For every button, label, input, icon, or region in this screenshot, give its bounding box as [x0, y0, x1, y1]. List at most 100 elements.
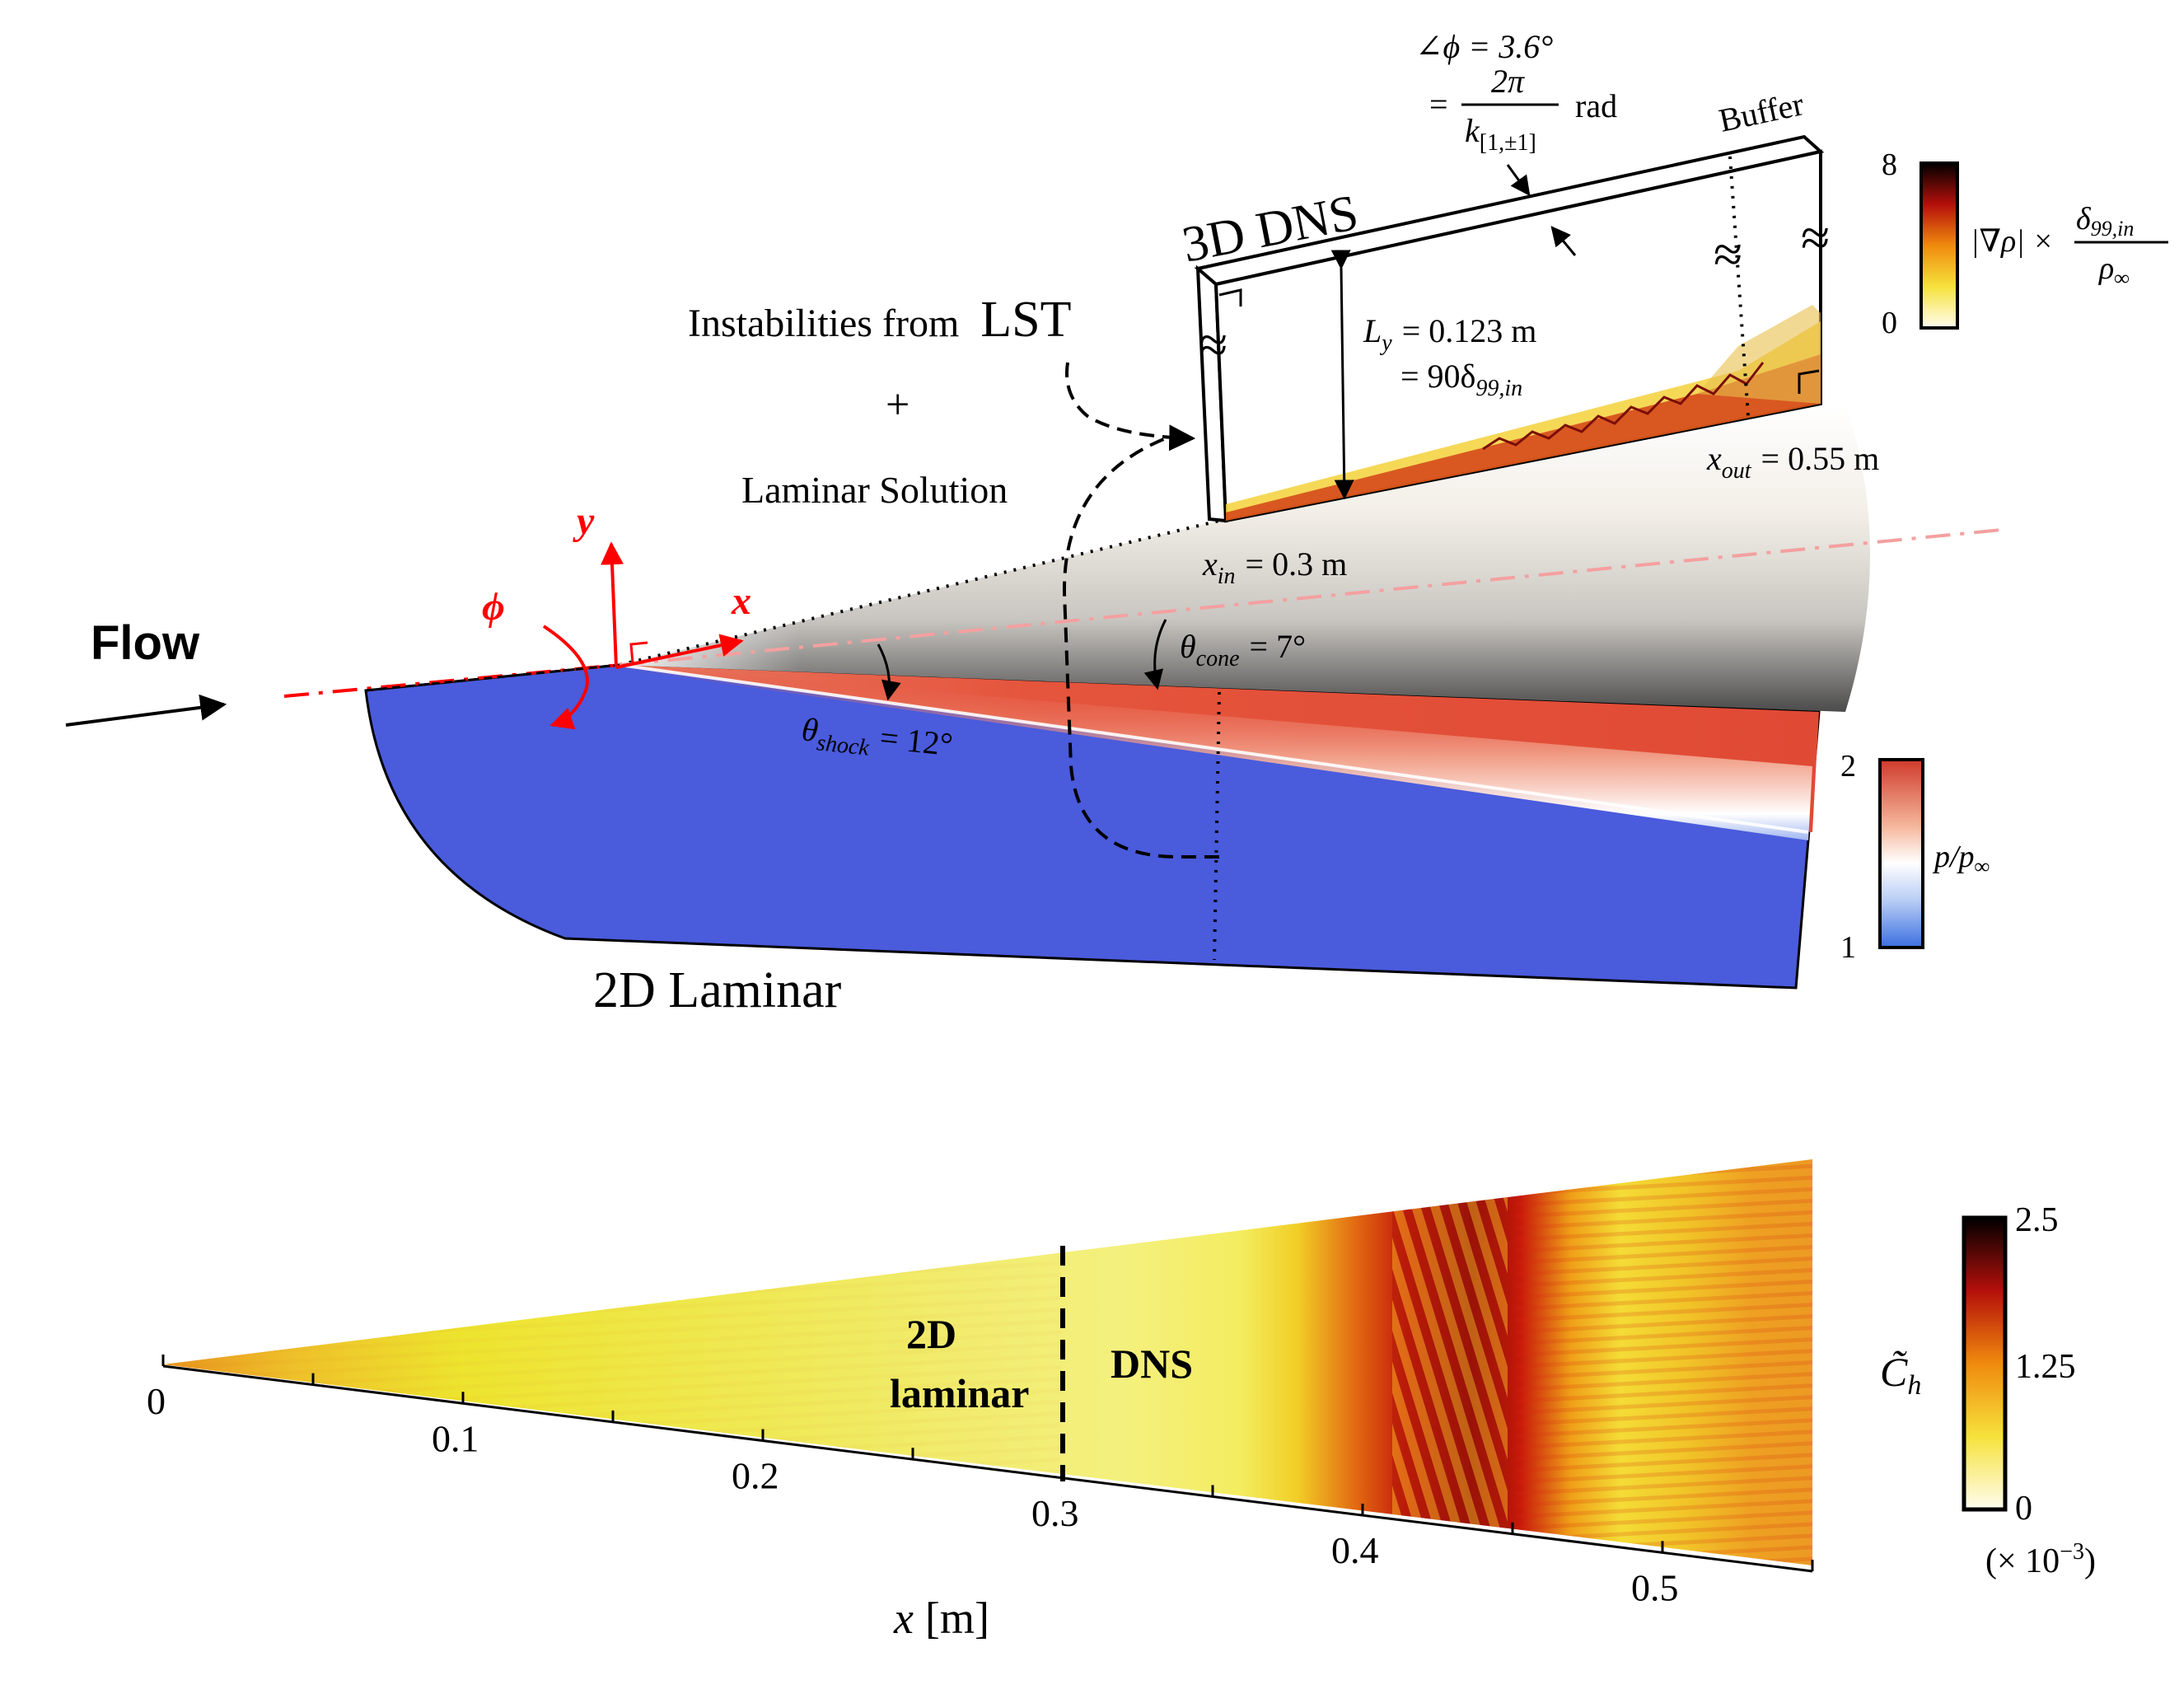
pressure-label-sub: ∞: [1975, 854, 1990, 878]
lst-text: LST: [980, 292, 1071, 348]
x-axis-label: x[m]: [893, 1593, 989, 1643]
heat-scale-exp: −3: [2060, 1539, 2084, 1565]
nose-dashed-edge: [365, 663, 620, 692]
phi-angle-num: 2π: [1491, 63, 1525, 100]
ly-alt-value: = 90δ: [1400, 358, 1475, 395]
heat-label-sub: h: [1907, 1370, 1921, 1401]
dns-boundary-layer-core: [1226, 354, 1821, 521]
colorbar-pressure-bar: [1878, 758, 1924, 949]
colorbar-pressure-label: p/p∞: [1932, 840, 1990, 878]
phi-angle-unit: rad: [1575, 87, 1617, 124]
strip-turbulent-stripes: [1516, 1159, 1812, 1565]
x-in-symbol: x: [1202, 545, 1218, 583]
colorbar-pressure-max: 2: [1840, 749, 1856, 784]
buffer-label: Buffer: [1716, 85, 1807, 139]
colorbar-heat-mid: 1.25: [2015, 1348, 2076, 1386]
phi-arrow-upper: [1506, 164, 1531, 196]
strip-texture-laminar: [163, 1159, 1061, 1565]
colorbar-heat-min: 0: [2015, 1490, 2032, 1528]
x-out-symbol: x: [1706, 440, 1722, 477]
phi-angle-eq: =: [1429, 86, 1448, 123]
grad-rho-num-sub: 99,in: [2091, 217, 2135, 241]
colorbar-grad-rho-label: |∇ρ| ×: [1971, 224, 2054, 259]
colorbar-heat-bar: [1962, 1215, 2008, 1512]
dns-boundary-layer: [1226, 321, 1821, 521]
theta-cone-symbol: θ: [1180, 628, 1196, 665]
centerline-right: [619, 528, 2003, 667]
break-mark-right: ≈: [1801, 208, 1830, 267]
colorbar-pressure-min: 1: [1840, 930, 1856, 965]
axis-y-label: y: [573, 499, 595, 543]
coordinate-axes: [542, 541, 744, 730]
x-axis-tick-label: 0.2: [732, 1455, 779, 1497]
pressure-label-main: p/p: [1932, 840, 1975, 874]
cone-tip-highlight: [620, 521, 1219, 688]
laminar-arrow-path: [1062, 435, 1219, 859]
x-in-label: xin = 0.3 m: [1202, 545, 1347, 589]
theta-cone-label: θcone= 7°: [1180, 628, 1306, 672]
x-axis-tick-label: 0.3: [1031, 1492, 1079, 1534]
strip-transition-waves: [1392, 1159, 1508, 1565]
laminar-2d-label: 2D Laminar: [593, 962, 842, 1018]
x-axis: 00.10.20.30.40.5 x[m]: [147, 1355, 1814, 1643]
instabilities-label: Instabilities from LST: [688, 292, 1072, 348]
x-in-value: = 0.3 m: [1246, 545, 1348, 583]
colorbar-heat-label: C̃h: [1880, 1349, 1921, 1401]
theta-shock-value: = 12°: [878, 718, 955, 763]
lst-arrow-path: [1065, 362, 1196, 452]
dns-buffer-dotted: [1728, 156, 1750, 417]
x-axis-tick-label: 0.1: [432, 1417, 479, 1459]
strip-2d-label: 2D: [906, 1311, 956, 1357]
x-axis-symbol: x: [893, 1593, 914, 1643]
plus-sign: +: [886, 381, 909, 428]
phi-rotation-arrow: [542, 625, 589, 730]
ly-arrow: [1330, 250, 1354, 500]
ly-label: Ly= 0.123 m: [1363, 312, 1536, 356]
break-mark-mid: ≈: [1714, 225, 1742, 283]
laminar-solution-label: Laminar Solution: [741, 469, 1008, 511]
shock-line: [619, 663, 1809, 834]
strip-laminar-label: laminar: [890, 1370, 1029, 1416]
theta-cone-sub: cone: [1196, 646, 1240, 672]
x-axis-unit: [m]: [925, 1593, 989, 1643]
dns-wavefronts: [1482, 362, 1765, 451]
theta-shock-arc: [877, 643, 901, 701]
ly-alt-sub: 99,in: [1475, 376, 1522, 401]
ly-sub: y: [1379, 330, 1392, 356]
theta-shock-symbol: θ: [800, 710, 820, 749]
heat-label-main: C̃: [1880, 1349, 1908, 1395]
cone-top-edge-dotted: [619, 519, 1220, 667]
grad-rho-num-delta: δ: [2076, 202, 2092, 236]
xy-right-angle: [629, 641, 648, 664]
axis-x-label: x: [731, 579, 751, 623]
phi-arrow-lower: [1550, 226, 1577, 256]
flow-label: Flow: [91, 616, 200, 670]
colorbar-heat-scale: (× 10−3): [1985, 1539, 2096, 1580]
x-axis-line: [162, 1364, 1813, 1573]
flow-arrow: [65, 694, 227, 727]
strip-dns-label: DNS: [1111, 1341, 1193, 1387]
colorbar-grad-rho: 8 0 |∇ρ| × δ99,in ρ∞: [1882, 147, 2168, 340]
y-axis-arrow: [601, 541, 624, 668]
phi-angle-line1: ∠ϕ = 3.6°: [1415, 28, 1553, 65]
theta-shock-sub: shock: [816, 730, 871, 761]
ly-value: = 0.123 m: [1402, 312, 1537, 349]
phi-angle-den-sub: [1,±1]: [1480, 130, 1536, 156]
theta-shock-label: θshock= 12°: [799, 710, 955, 770]
colorbar-grad-rho-den: ρ∞: [2098, 251, 2130, 290]
x-out-label: xout= 0.55 m: [1706, 440, 1879, 484]
x-axis-tick-label: 0.4: [1331, 1529, 1379, 1571]
colorbar-grad-rho-num: δ99,in: [2076, 202, 2134, 241]
colorbar-grad-rho-bar: [1919, 161, 1959, 330]
instabilities-text: Instabilities from: [688, 302, 959, 345]
colorbar-grad-rho-min: 0: [1882, 306, 1897, 340]
x-axis-arrow: [615, 634, 744, 669]
x-in-sub: in: [1218, 564, 1236, 589]
colorbar-pressure: 2 1 p/p∞: [1840, 749, 1990, 965]
laminar-domain: [364, 663, 1821, 990]
ly-alt-label: = 90δ99,in: [1400, 358, 1522, 401]
shock-front-gradient: [620, 665, 1812, 840]
break-mark-left: ≈: [1199, 316, 1227, 374]
